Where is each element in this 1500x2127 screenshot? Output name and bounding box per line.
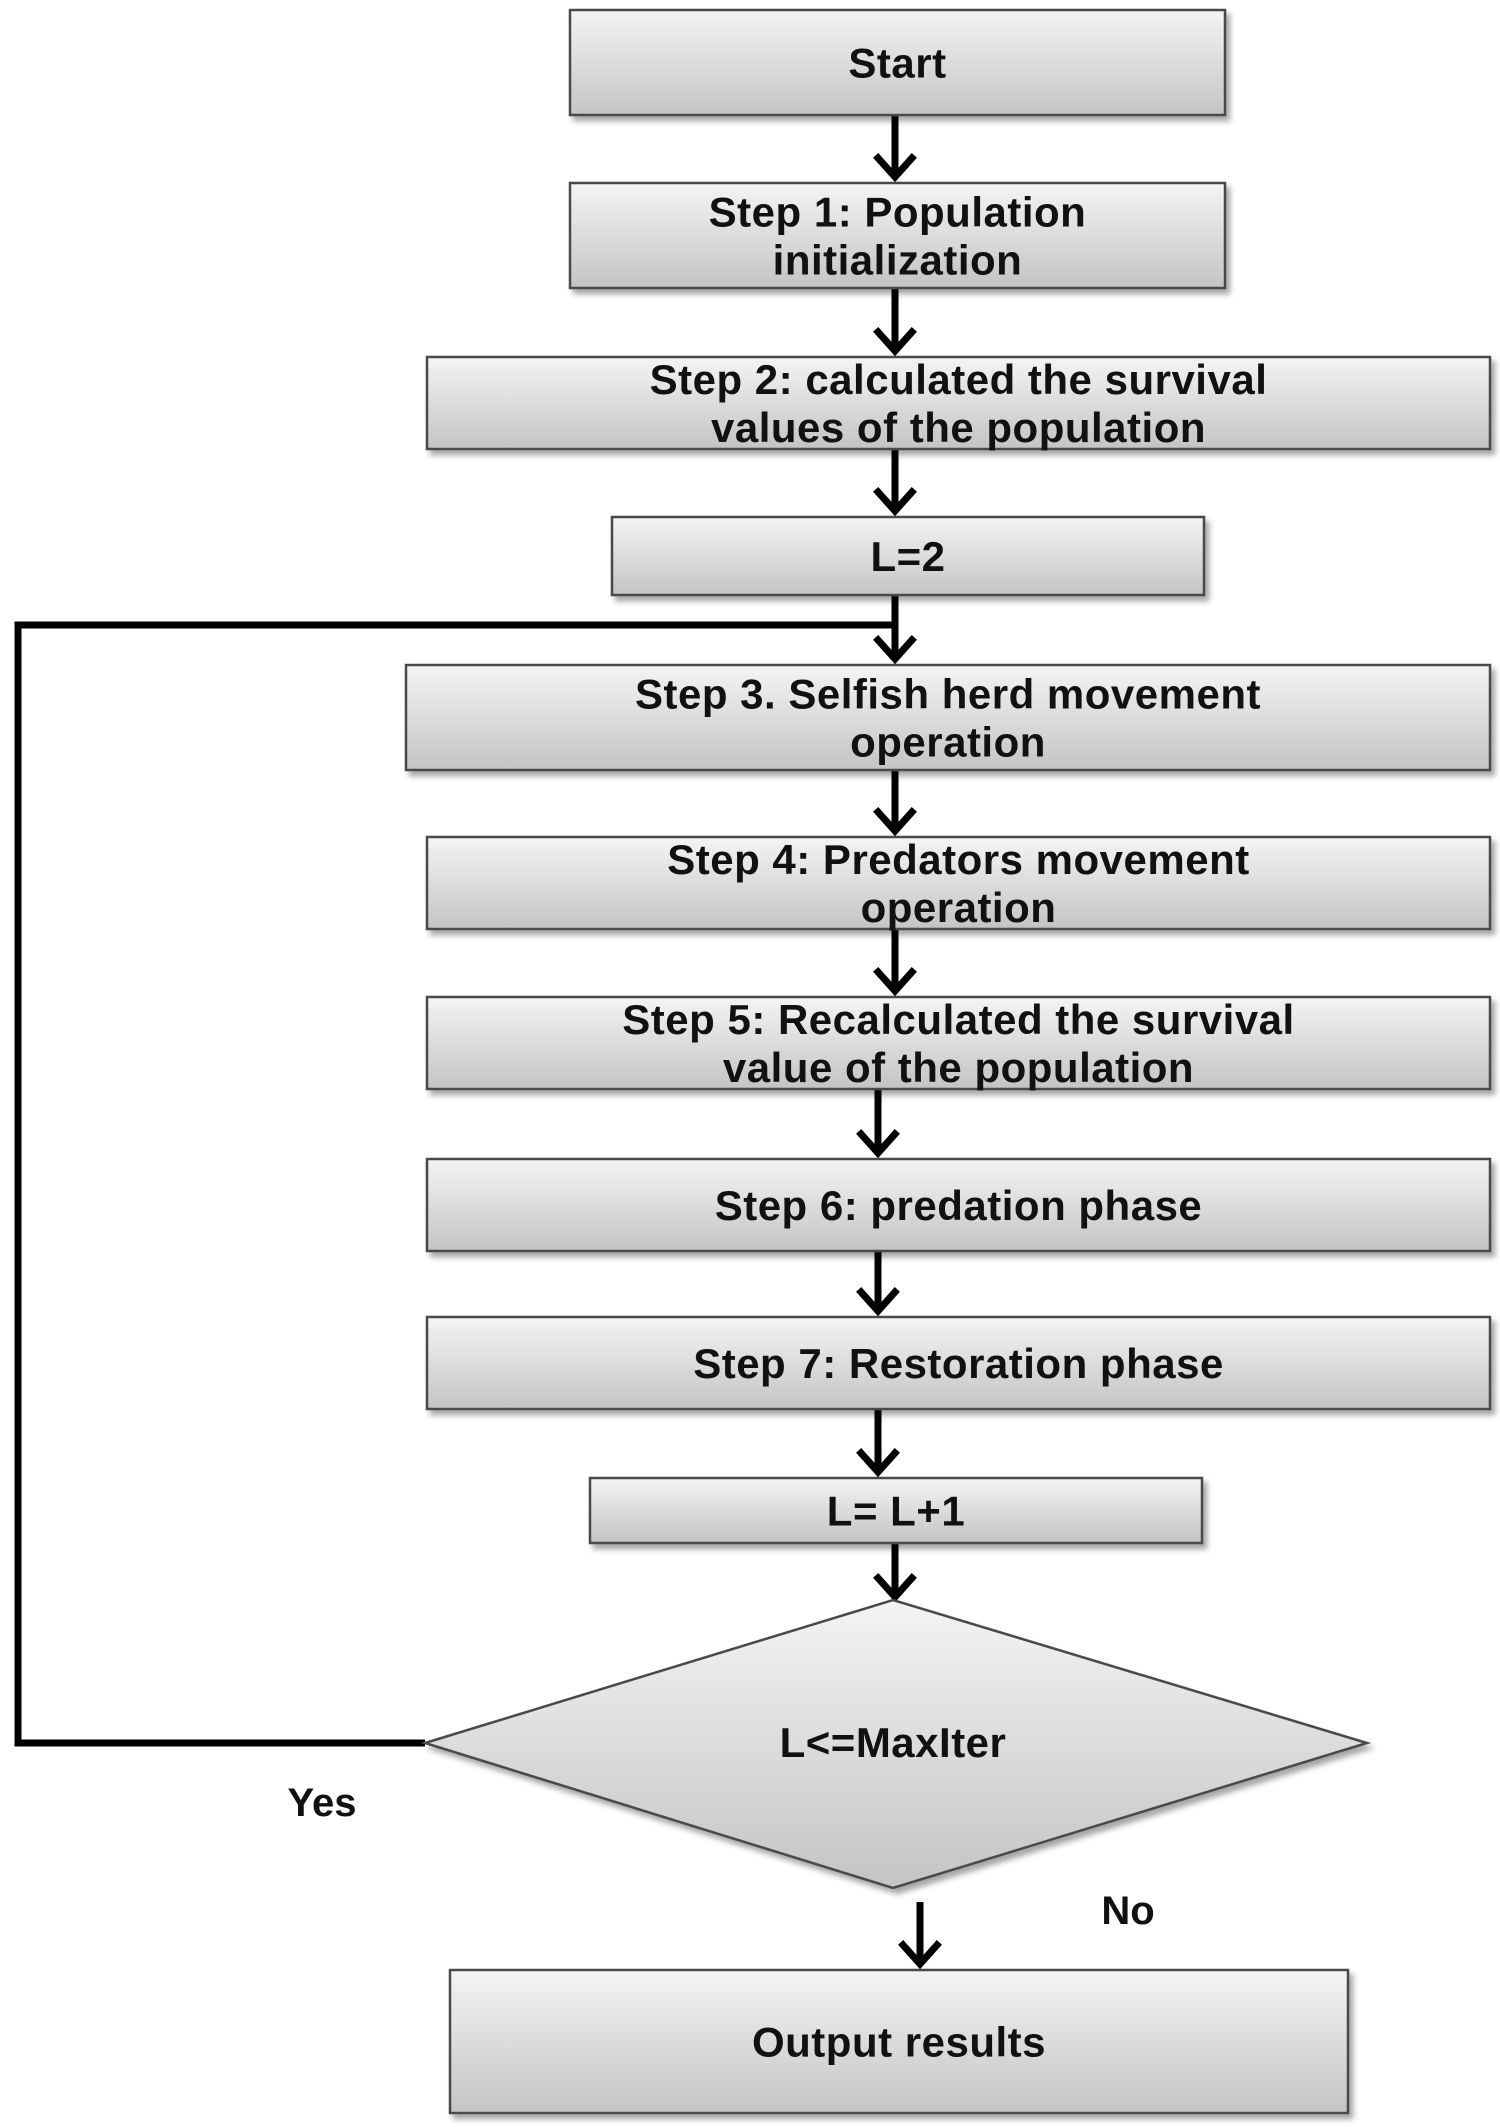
step1-box-shape: [568, 181, 1227, 290]
init-l-box-label-line-1: L=2: [870, 533, 945, 580]
increment-box-shape: [588, 1476, 1204, 1545]
step5-box-label-line-1: Step 5: Recalculated the survival: [622, 996, 1294, 1043]
step7-box-label-line-1: Step 7: Restoration phase: [693, 1340, 1224, 1387]
step6-box: Step 6: predation phase: [425, 1157, 1492, 1253]
arrow-7-head: [856, 1129, 900, 1159]
arrow-1-head: [873, 153, 917, 183]
arrow-5-head: [873, 807, 917, 837]
step4-box-label-line-2: operation: [861, 884, 1057, 931]
step4-box-shape: [425, 835, 1492, 931]
init-l-box: L=2: [610, 515, 1206, 597]
step2-box-label-line-1: Step 2: calculated the survival: [650, 356, 1268, 403]
step7-box-shape: [425, 1315, 1492, 1411]
step2-box-label-line-2: values of the population: [711, 404, 1206, 451]
yes-loop-line: [14, 621, 895, 1747]
step2-box-shape: [425, 355, 1492, 451]
arrow-9-head: [856, 1448, 900, 1478]
arrow-11-head: [898, 1940, 942, 1970]
step3-box-label-line-2: operation: [850, 719, 1046, 766]
step1-box-label-line-1: Step 1: Population: [709, 189, 1087, 236]
increment-box-label-line-1: L= L+1: [827, 1488, 965, 1535]
decision-diamond: L<=MaxIter: [420, 1598, 1372, 1890]
increment-box: L= L+1: [588, 1476, 1204, 1545]
step6-box-label-line-1: Step 6: predation phase: [715, 1182, 1203, 1229]
step1-box-label-line-2: initialization: [773, 237, 1023, 284]
init-l-box-shape: [610, 515, 1206, 597]
step6-box-shape: [425, 1157, 1492, 1253]
step3-box-label-line-1: Step 3. Selfish herd movement: [635, 671, 1261, 718]
start-box-label-line-1: Start: [848, 40, 946, 87]
output-box-label-line-1: Output results: [752, 2019, 1046, 2066]
step5-box-label-line-2: value of the population: [723, 1044, 1194, 1091]
start-box: Start: [568, 8, 1227, 117]
step5-box-shape: [425, 995, 1492, 1091]
arrow-6-head: [873, 967, 917, 997]
step3-box-shape: [404, 663, 1492, 772]
arrow-10-head: [873, 1573, 917, 1603]
arrow-3-head: [873, 487, 917, 517]
step4-box-label-line-1: Step 4: Predators movement: [667, 836, 1250, 883]
yes-label: Yes: [288, 1781, 357, 1825]
step7-box: Step 7: Restoration phase: [425, 1315, 1492, 1411]
output-box: Output results: [448, 1968, 1350, 2115]
arrow-2-head: [873, 327, 917, 357]
arrow-4-head: [873, 635, 917, 665]
output-box-shape: [448, 1968, 1350, 2115]
no-label: No: [1101, 1889, 1154, 1933]
arrow-8-head: [856, 1287, 900, 1317]
decision-label: L<=MaxIter: [780, 1719, 1007, 1766]
connectors: [856, 115, 942, 1970]
start-box-shape: [568, 8, 1227, 117]
